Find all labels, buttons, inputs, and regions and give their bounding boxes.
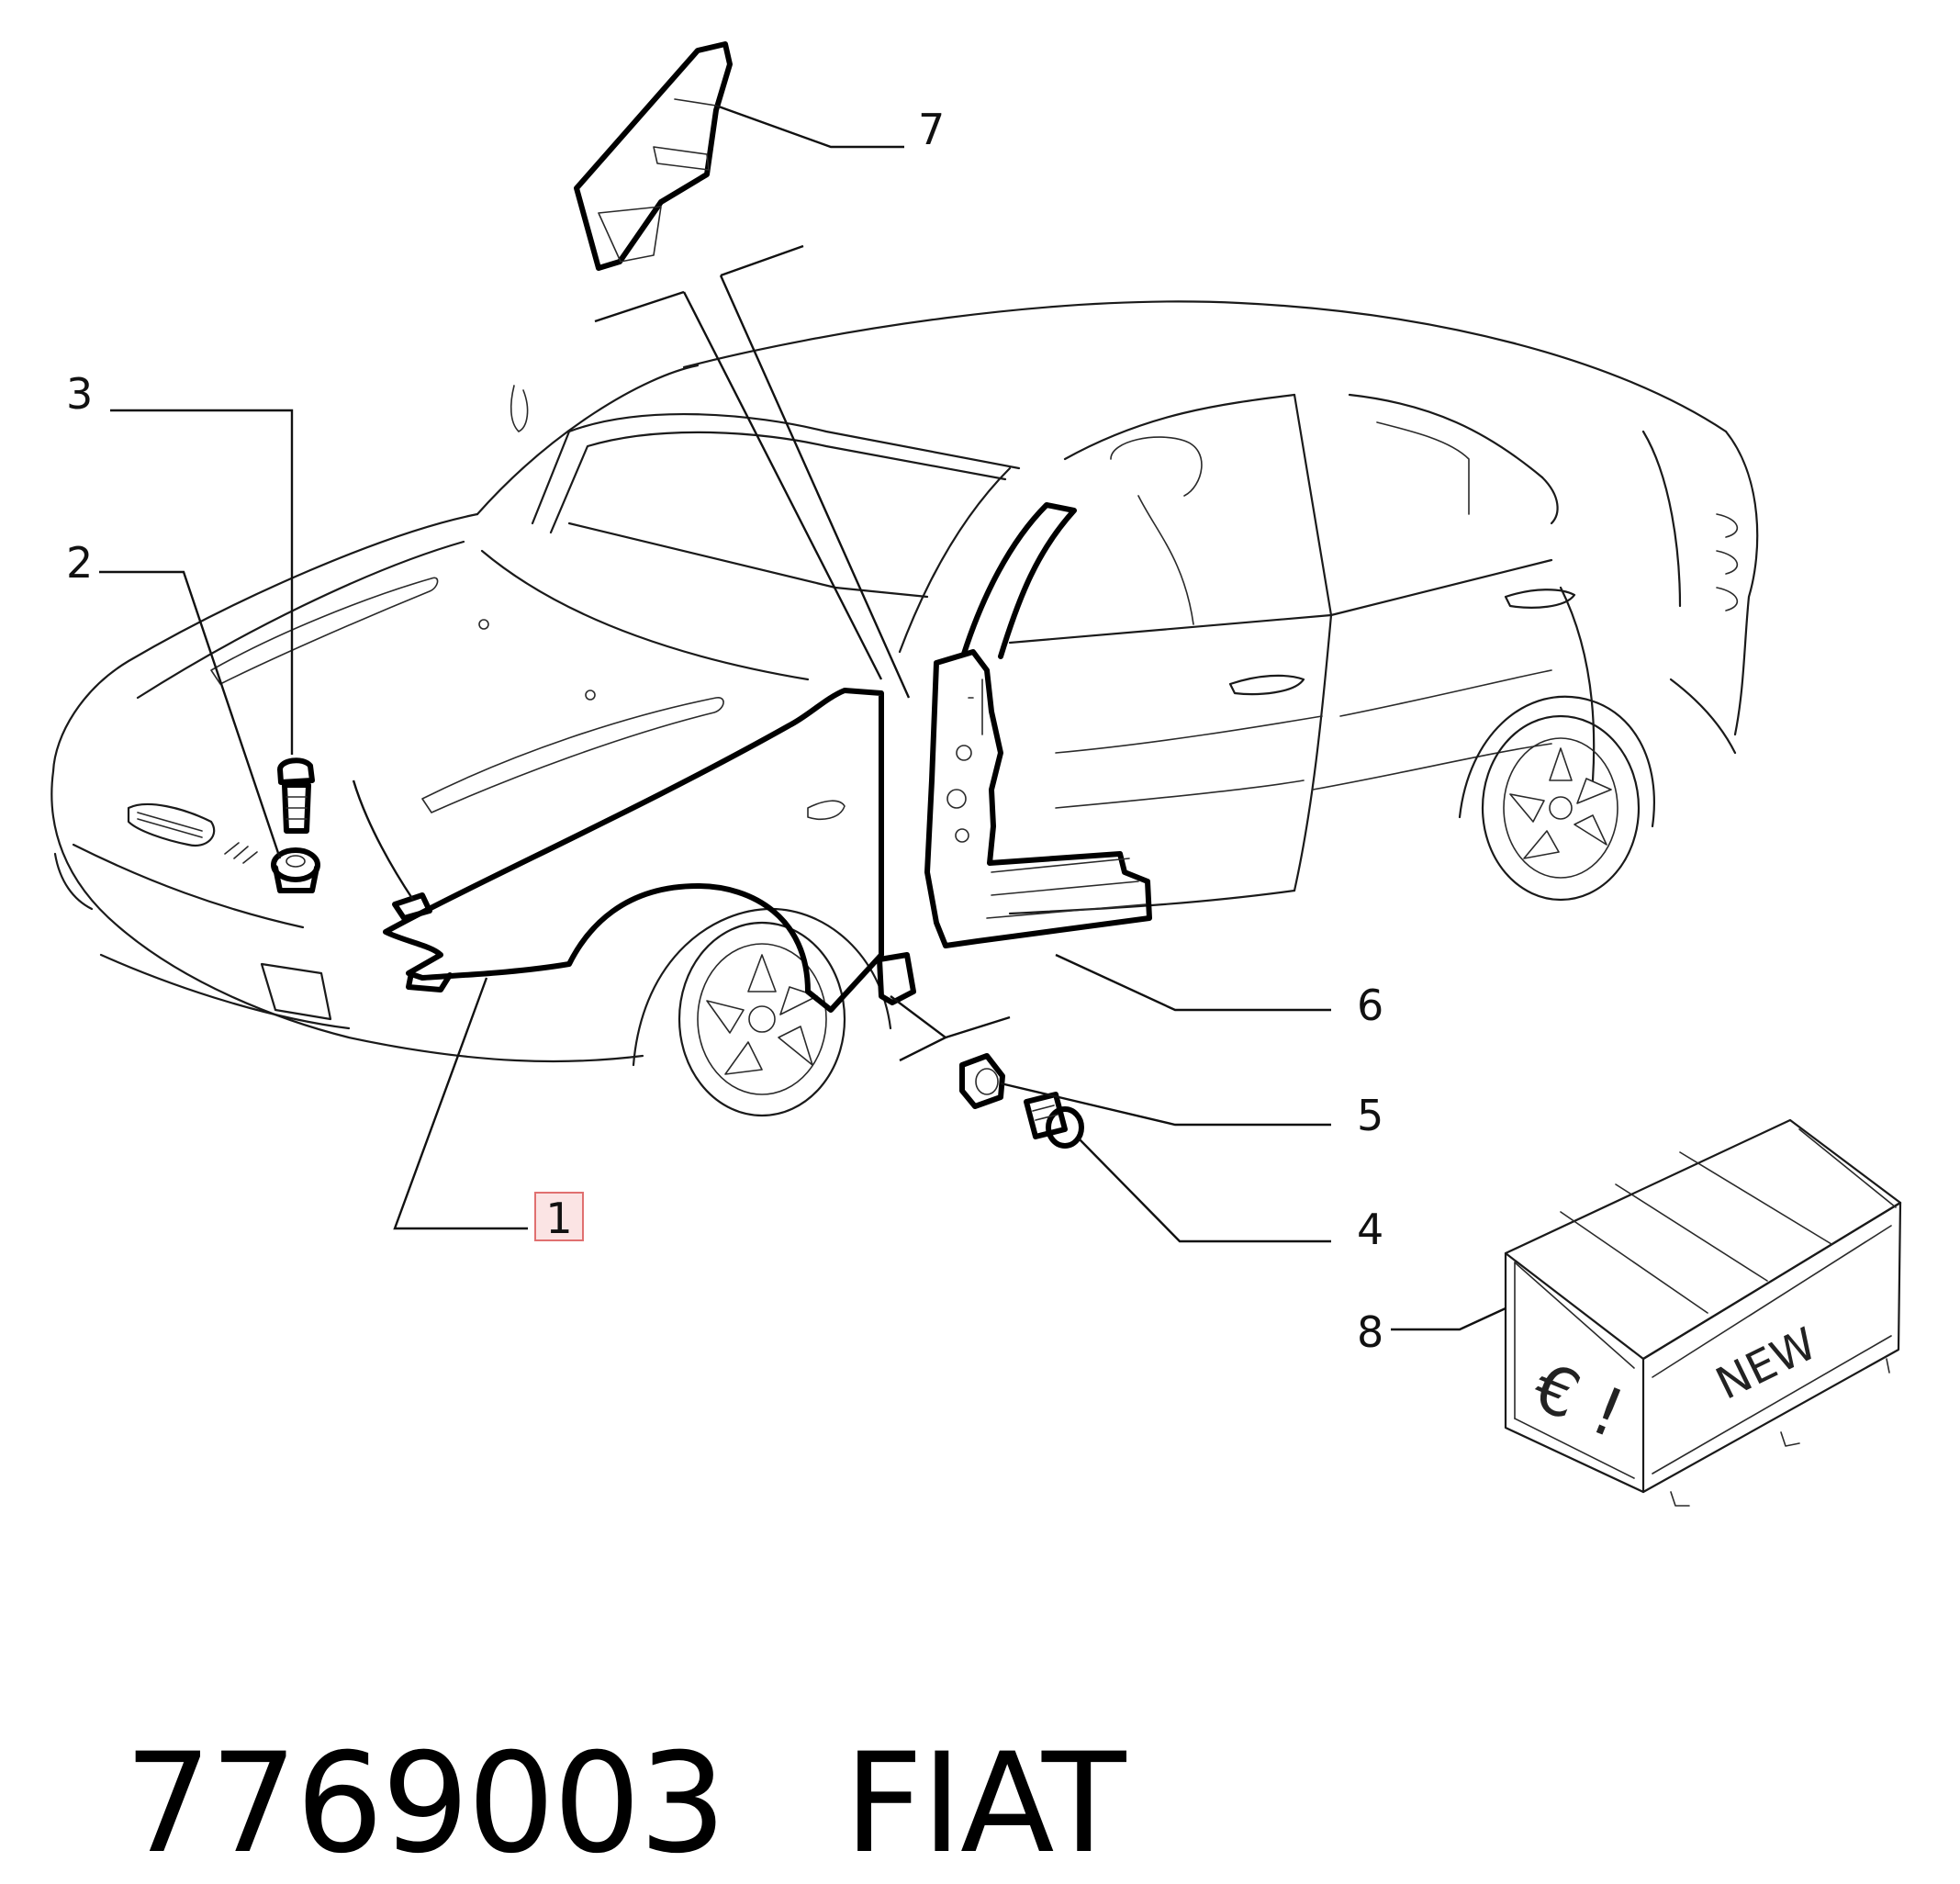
- callout-7[interactable]: 7: [918, 105, 946, 154]
- callout-4[interactable]: 4: [1357, 1205, 1384, 1254]
- callout-2[interactable]: 2: [66, 538, 94, 588]
- callout-3[interactable]: 3: [66, 369, 94, 419]
- a-pillar-sill: [877, 502, 1152, 1005]
- parts-diagram: NEW € !: [50, 41, 1902, 1507]
- leader-lines: [99, 104, 1506, 1331]
- fastener-5-nut: [959, 1053, 1005, 1109]
- fender-mount-lower: [406, 970, 453, 992]
- callout-6[interactable]: 6: [1357, 981, 1384, 1030]
- front-fender: [383, 688, 884, 1013]
- footer: 7769003 FIAT: [40, 1598, 1126, 1884]
- crate-symbol: € !: [1523, 1348, 1635, 1452]
- fastener-2-grommet: [271, 847, 320, 893]
- brand-name: FIAT: [844, 1724, 1126, 1884]
- car-body: [50, 300, 1759, 1117]
- fastener-3-clip: [277, 757, 315, 834]
- fastener-4-bolt: [1024, 1092, 1084, 1149]
- fender-side-marker: [807, 800, 846, 821]
- crate-label: NEW: [1708, 1318, 1825, 1410]
- upper-trim-panel: [574, 41, 733, 271]
- callout-8[interactable]: 8: [1357, 1307, 1384, 1357]
- crate-icon: NEW € !: [1504, 1118, 1902, 1507]
- callout-1[interactable]: 1: [534, 1192, 584, 1243]
- callout-5[interactable]: 5: [1357, 1091, 1384, 1140]
- part-number: 7769003: [124, 1724, 726, 1884]
